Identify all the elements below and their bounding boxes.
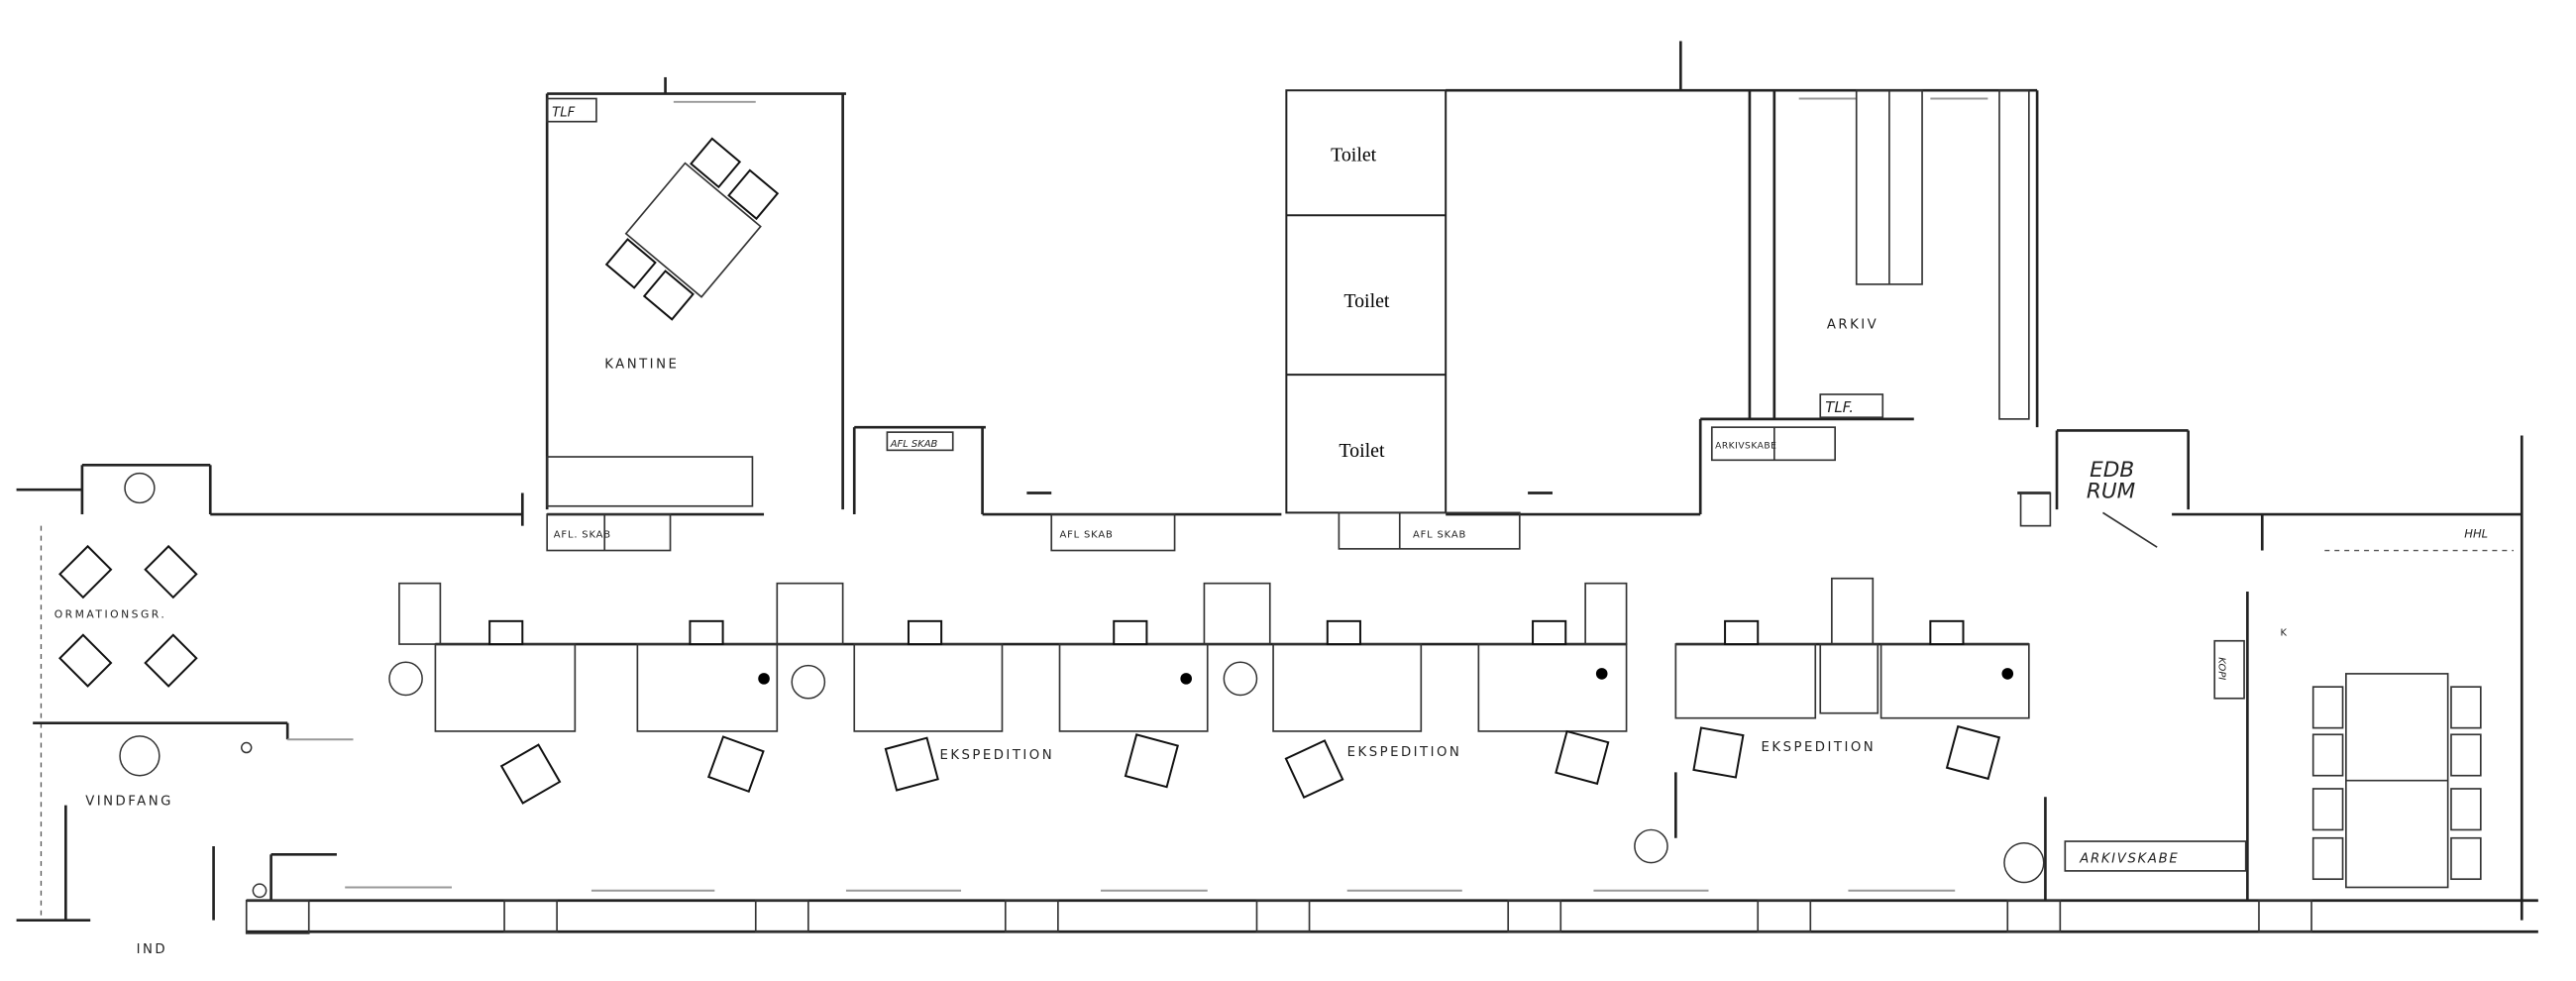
room-toilet-3: Toilet (1339, 440, 1385, 462)
room-toilet-2: Toilet (1343, 290, 1390, 312)
kopi-label: KOPI (2215, 657, 2226, 680)
room-toilet-1: Toilet (1331, 145, 1377, 166)
room-ekspedition-3: EKSPEDITION (1762, 740, 1877, 755)
hhl-label: HHL (2464, 526, 2488, 540)
afl-skab-2: AFL SKAB (890, 439, 938, 450)
desk-row (398, 577, 2030, 732)
room-vindfang: VINDFANG (85, 795, 173, 810)
room-ekspedition-1: EKSPEDITION (939, 748, 1054, 763)
visitor-chairs (499, 724, 2001, 805)
arkivskabe-1: ARKIVSKABE (1715, 442, 1776, 452)
meeting-table (2064, 639, 2482, 889)
room-arkiv: ARKIV (1827, 318, 1878, 333)
afl-skab-3: AFL SKAB (1060, 529, 1114, 540)
room-labels: KANTINE Toilet Toilet Toilet ARKIV EDB R… (54, 145, 2136, 957)
afl-skab-4: AFL SKAB (1413, 529, 1466, 540)
room-informationsgr: ORMATIONSGR. (54, 608, 167, 621)
afl-skab-1: AFL. SKAB (554, 529, 611, 540)
room-kantine: KANTINE (604, 357, 679, 372)
tlf-kantine: TLF (552, 106, 575, 121)
room-ekspedition-2: EKSPEDITION (1347, 745, 1462, 760)
fixture-labels: TLF TLF. AFL. SKAB AFL SKAB AFL SKAB AFL… (552, 106, 2488, 867)
info-chairs (58, 544, 198, 688)
walls (16, 41, 2538, 934)
arkivskabe-2: ARKIVSKABE (2079, 852, 2179, 867)
kantine-table (604, 137, 780, 321)
window-piers (503, 899, 2312, 933)
toilet-block (1285, 89, 1521, 550)
entrance-label: IND (137, 942, 167, 957)
room-edb-line2: RUM (2087, 479, 2136, 503)
room-edb-line1: EDB (2090, 458, 2134, 483)
tlf-arkiv: TLF. (1825, 398, 1854, 416)
k-mark: K (2281, 628, 2290, 639)
plants (119, 472, 2045, 899)
